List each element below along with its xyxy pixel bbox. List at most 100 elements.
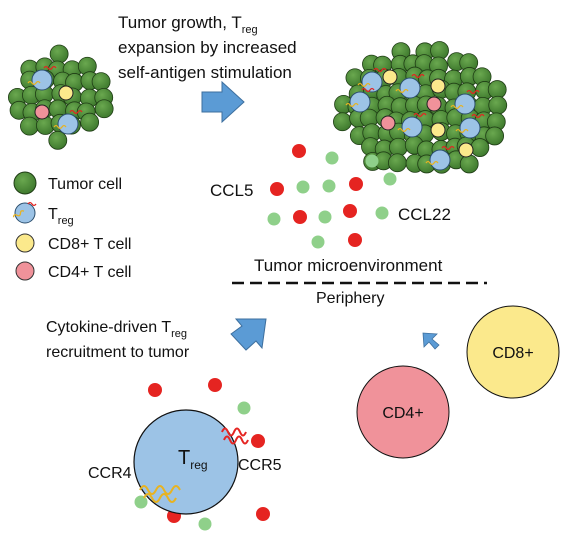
cd8-cell — [458, 142, 474, 158]
legend-cd8-icon — [15, 233, 35, 253]
cd8-cell — [58, 85, 74, 101]
treg-cell — [399, 77, 421, 99]
ccl22-dot — [311, 235, 325, 249]
ccl22-dot — [383, 172, 397, 186]
ccl22-label: CCL22 — [398, 205, 451, 224]
ccr4-receptor-icon — [27, 80, 41, 86]
top-caption-line3: self-antigen stimulation — [118, 63, 292, 82]
ccr4-receptor-icon — [455, 128, 469, 134]
bottom-caption-line2: recruitment to tumor — [46, 344, 190, 361]
large-tumor-cluster — [333, 41, 508, 174]
cd8-cell — [430, 122, 446, 138]
treg-cell — [57, 113, 79, 135]
tumor-cell — [333, 112, 352, 132]
ccr4-receptor-icon — [139, 485, 181, 503]
ccr4-receptor-icon — [397, 127, 411, 133]
tumor-cell — [488, 95, 508, 115]
ccl5-dot — [256, 507, 270, 521]
ccr4-receptor-icon — [450, 104, 464, 110]
ccl22-dot — [318, 210, 332, 224]
cd4-cell — [380, 115, 396, 131]
legend-cd4-label: CD4+ T cell — [48, 264, 131, 281]
ccr5-receptor-icon — [466, 89, 480, 95]
ccl5-dot — [208, 378, 222, 392]
treg-cell — [361, 71, 383, 93]
ccl5-dot — [293, 210, 307, 224]
small-tumor-cluster — [7, 44, 114, 150]
top-caption-line1: Tumor growth, Treg — [118, 13, 258, 36]
legend-treg-icon — [12, 201, 37, 224]
ccl5-dot — [348, 233, 362, 247]
tumor-cell — [485, 126, 505, 146]
ccl5-dot — [349, 177, 363, 191]
ccl5-dot — [343, 204, 357, 218]
ccl5-dot — [270, 182, 284, 196]
bottom-caption-line1: Cytokine-driven Treg — [46, 319, 187, 340]
cd4-cell — [426, 96, 442, 112]
treg-cell — [429, 149, 451, 171]
ccr5-label: CCR5 — [238, 457, 282, 474]
ccr5-receptor-icon — [413, 112, 427, 118]
ccr4-receptor-icon — [357, 82, 371, 88]
ccr4-receptor-icon — [395, 88, 409, 94]
treg-cell — [454, 93, 476, 115]
legend-treg-label: Treg — [48, 206, 74, 227]
ccr5-receptor-icon — [471, 113, 485, 119]
cd8-periphery-label: CD8+ — [492, 345, 533, 362]
legend-cd8-label: CD8+ T cell — [48, 236, 131, 253]
tumor-cell — [80, 112, 100, 132]
tumor-growth-arrow-icon — [201, 80, 245, 124]
treg-cell — [459, 117, 481, 139]
treg-cell — [349, 91, 371, 113]
cd8-cell — [430, 78, 446, 94]
top-caption-line2: expansion by increased — [118, 38, 297, 57]
treg-cell — [31, 69, 53, 91]
ccr5-receptor-icon — [361, 87, 375, 93]
cd4-periphery-cell — [356, 365, 450, 459]
ccr5-receptor-icon — [43, 65, 57, 71]
legend-tumor-cell-icon — [13, 171, 37, 195]
ccr5-receptor-icon — [69, 109, 83, 115]
ccl22-dot — [134, 495, 148, 509]
tumor-cell — [48, 130, 68, 150]
ccr5-receptor-icon — [411, 73, 425, 79]
ccl5-dot — [292, 144, 306, 158]
ccl22-dot — [375, 206, 389, 220]
periphery-label: Periphery — [316, 290, 384, 307]
tumor-cell — [459, 154, 479, 174]
tumor-cell — [91, 72, 111, 92]
small-migration-arrow-icon — [422, 332, 440, 350]
ccr4-receptor-icon — [345, 102, 359, 108]
ccl22-dot — [296, 180, 310, 194]
legend-cd4-icon — [15, 261, 35, 281]
ccl5-dot — [251, 434, 265, 448]
treg-periphery-cell — [133, 409, 239, 515]
tumor-cell — [49, 44, 69, 64]
tumor-cell — [387, 153, 407, 173]
ccl5-dot — [148, 383, 162, 397]
tumor-microenvironment-label: Tumor microenvironment — [254, 256, 443, 275]
tumor-cell — [20, 116, 39, 136]
ccl5-label: CCL5 — [210, 181, 253, 200]
ccr4-receptor-icon — [425, 160, 439, 166]
ccr5-receptor-icon — [221, 427, 249, 445]
ccl22-dot — [325, 151, 339, 165]
ccl22-dot — [267, 212, 281, 226]
ccr4-label: CCR4 — [88, 465, 132, 482]
chemokine-dots — [267, 144, 397, 249]
cd8-periphery-cell — [466, 305, 560, 399]
legend-tumor-cell-label: Tumor cell — [48, 176, 122, 193]
cd8-cell — [382, 69, 398, 85]
recruitment-arrow-icon — [230, 318, 267, 351]
legend: Tumor cell Treg CD8+ T cell CD4+ T cell — [12, 171, 131, 281]
treg-cell — [401, 116, 423, 138]
ccl22-dot — [198, 517, 212, 531]
ccl22-dot — [237, 401, 251, 415]
tumor-cell — [94, 99, 114, 119]
ccl22-dot — [365, 154, 379, 168]
ccr5-receptor-icon — [373, 67, 387, 73]
treg-periphery-label: Treg — [178, 447, 208, 472]
ccr4-receptor-icon — [53, 124, 67, 130]
